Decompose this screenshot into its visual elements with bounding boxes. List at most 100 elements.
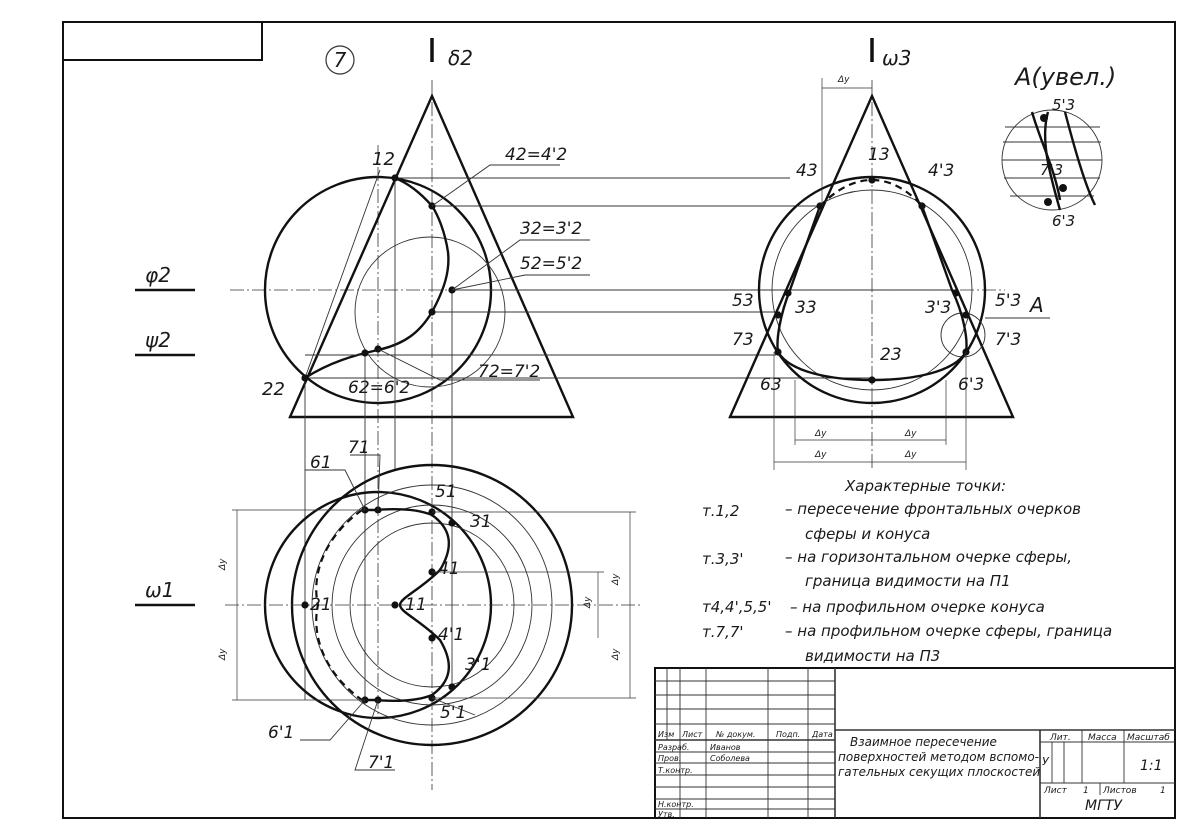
side-point-7: 73: [732, 330, 754, 350]
title-line-2: поверхностей методом вспомо-: [838, 750, 1039, 764]
intersection-curve-side: [819, 178, 923, 207]
svg-text:5'3: 5'3: [1052, 96, 1075, 114]
title-line-3: гательных секущих плоскостей: [838, 765, 1040, 779]
top-point-5b: 5'1: [440, 703, 466, 723]
svg-text:Утв.: Утв.: [658, 810, 675, 819]
note-1-text: – пересечение фронтальных очерков: [785, 500, 1081, 518]
note-4-cont: видимости на П3: [805, 647, 940, 665]
detail-title: A(увел.): [1013, 63, 1116, 91]
svg-text:1:1: 1:1: [1140, 758, 1163, 774]
svg-text:Пров.: Пров.: [658, 754, 681, 763]
svg-text:Соболева: Соболева: [710, 754, 750, 763]
side-point-3b: 3'3: [925, 298, 951, 318]
side-point-2: 23: [880, 345, 902, 365]
svg-text:Δy: Δy: [814, 450, 827, 460]
svg-text:7: 7: [334, 48, 347, 72]
front-point-4: 42=4'2: [505, 145, 567, 165]
top-point-3b: 3'1: [465, 655, 491, 675]
side-point-5b: 5'3: [995, 291, 1021, 311]
front-point-6: 62=6'2: [348, 378, 410, 398]
top-point-6: 61: [310, 453, 332, 473]
detail-marker-a: A: [1028, 293, 1044, 317]
omega1-label: ω1: [145, 578, 174, 602]
svg-text:У: У: [1042, 755, 1050, 768]
side-point-1: 13: [868, 145, 890, 165]
top-point-2: 21: [310, 595, 332, 615]
svg-text:Лист: Лист: [681, 730, 703, 739]
svg-text:Иванов: Иванов: [710, 743, 741, 752]
svg-text:Масштаб: Масштаб: [1127, 733, 1170, 743]
svg-text:Дата: Дата: [811, 730, 833, 739]
svg-text:Н.контр.: Н.контр.: [658, 800, 694, 809]
psi-label: ψ2: [145, 328, 171, 352]
title-line-1: Взаимное пересечение: [850, 735, 997, 749]
svg-text:Подп.: Подп.: [776, 730, 800, 739]
top-point-1: 11: [405, 595, 427, 615]
note-2-text: – на горизонтальном очерке сферы,: [785, 548, 1072, 566]
svg-text:1: 1: [1083, 786, 1089, 796]
svg-text:7'3: 7'3: [1040, 161, 1063, 179]
drawing-number: 7: [325, 45, 355, 75]
side-point-5: 53: [732, 291, 754, 311]
svg-text:Δy: Δy: [583, 596, 593, 609]
note-1-key: т.1,2: [702, 502, 739, 520]
note-2-cont: граница видимости на П1: [805, 572, 1011, 590]
title-block: Изм Лист № докум. Подп. Дата Разраб. Ива…: [654, 667, 1176, 819]
side-point-6b: 6'3: [958, 375, 984, 395]
note-1-cont: сферы и конуса: [805, 525, 930, 543]
front-point-5: 52=5'2: [520, 254, 582, 274]
svg-text:Масса: Масса: [1088, 733, 1117, 743]
front-point-7: 72=7'2: [478, 362, 540, 382]
plane-traces: φ2 ψ2 ω1: [135, 263, 195, 607]
side-point-6: 63: [760, 375, 782, 395]
svg-text:6'3: 6'3: [1052, 212, 1075, 230]
side-point-4b: 4'3: [928, 161, 954, 181]
sheet-frame: [62, 21, 1176, 819]
detail-a: A(увел.) 5'3 7'3 6'3: [1001, 63, 1116, 230]
svg-text:Δy: Δy: [814, 429, 827, 439]
delta-label: δ2: [448, 46, 473, 70]
svg-text:Δy: Δy: [218, 648, 228, 661]
front-point-1: 12: [372, 149, 395, 170]
top-view: Δy Δy Δy Δy Δy 61 71 51 31 41 21 11 4'1 …: [218, 438, 640, 773]
svg-text:Δy: Δy: [904, 429, 917, 439]
note-4-key: т.7,7': [702, 623, 743, 641]
note-4-text: – на профильном очерке сферы, граница: [785, 622, 1112, 640]
phi-label: φ2: [145, 263, 171, 287]
top-point-7: 71: [348, 438, 370, 458]
front-point-3: 32=3'2: [520, 219, 582, 239]
top-point-5: 51: [435, 482, 457, 502]
svg-text:Δy: Δy: [611, 573, 621, 586]
note-3-key: т4,4',5,5': [702, 598, 771, 616]
svg-text:Листов: Листов: [1102, 786, 1137, 796]
svg-text:Δy: Δy: [904, 450, 917, 460]
characteristic-points-notes: Характерные точки: т.1,2 – пересечение ф…: [702, 477, 1112, 665]
top-point-3: 31: [470, 512, 492, 532]
notes-heading: Характерные точки:: [844, 477, 1006, 495]
side-point-7b: 7'3: [995, 330, 1021, 350]
note-3-text: – на профильном очерке конуса: [790, 598, 1045, 616]
svg-text:Δy: Δy: [611, 648, 621, 661]
svg-text:1: 1: [1160, 786, 1166, 796]
top-point-4: 41: [438, 559, 460, 579]
omega3-label: ω3: [882, 46, 911, 70]
top-point-6b: 6'1: [268, 723, 294, 743]
front-view: δ2: [230, 38, 958, 790]
front-point-2: 22: [262, 379, 285, 400]
svg-text:Δy: Δy: [218, 558, 228, 571]
organization: МГТУ: [1085, 798, 1123, 814]
top-point-7b: 7'1: [368, 753, 394, 773]
cone-front-outline: [288, 93, 575, 419]
svg-text:Разраб.: Разраб.: [658, 743, 689, 752]
intersection-curve-top-hidden: [315, 509, 363, 701]
side-point-3: 33: [795, 298, 817, 318]
svg-text:Т.контр.: Т.контр.: [658, 766, 693, 775]
top-point-4b: 4'1: [438, 625, 464, 645]
svg-text:Лист: Лист: [1043, 786, 1068, 796]
top-left-stamp-box: [63, 22, 263, 61]
side-point-4: 43: [796, 161, 818, 181]
svg-text:Δy: Δy: [837, 75, 850, 85]
svg-text:Изм: Изм: [658, 730, 674, 739]
svg-text:Лит.: Лит.: [1049, 733, 1071, 743]
